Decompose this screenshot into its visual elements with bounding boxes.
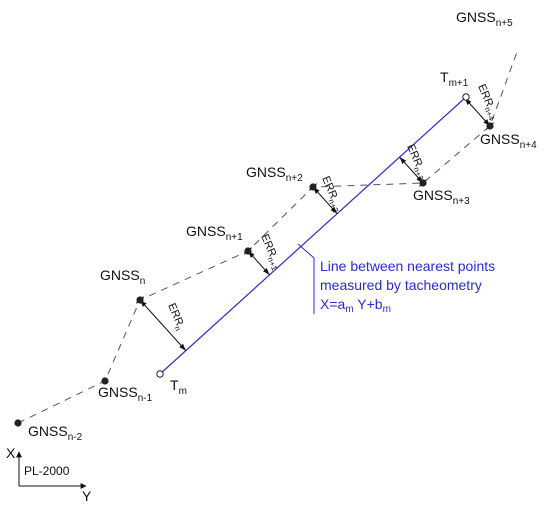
gnss-label-n+2: GNSSn+2 — [246, 164, 303, 184]
error-arrowhead — [179, 343, 186, 351]
x-axis-label: X — [6, 445, 16, 461]
gnss-label-n+3: GNSSn+3 — [413, 187, 470, 207]
annotation-line-2: measured by tacheometry — [320, 277, 482, 293]
error-label-n: ERRn — [163, 301, 187, 332]
gnss-track-line — [17, 51, 518, 424]
error-label-n+4: ERRn+4 — [473, 82, 500, 122]
error-arrowhead — [399, 157, 407, 164]
y-axis-label: Y — [82, 488, 92, 504]
gnss-point — [136, 296, 144, 304]
tacheometry-label-tm: Tm — [170, 377, 187, 397]
coordinate-system-label: PL-2000 — [24, 464, 70, 478]
gnss-point — [486, 122, 494, 130]
annotation-leader — [297, 243, 315, 314]
tacheometry-point-tm — [156, 370, 164, 378]
error-arrowhead — [263, 267, 270, 275]
gnss-point — [101, 377, 109, 385]
error-arrowhead — [330, 206, 338, 214]
error-label-n+2: ERRn+2 — [317, 174, 344, 214]
gnss-label-n-1: GNSSn-1 — [98, 384, 153, 404]
gnss-label-n+1: GNSSn+1 — [186, 223, 243, 243]
error-segment-part — [139, 299, 187, 351]
gnss-points — [14, 122, 494, 427]
gnss-point — [419, 179, 427, 187]
annotation-equation: X=am Y+bm — [320, 296, 391, 315]
error-label-n+3: ERRn+3 — [402, 142, 429, 182]
gnss-label-n-2: GNSSn-2 — [28, 423, 83, 443]
annotation-line-1: Line between nearest points — [320, 258, 495, 274]
tacheometry-line — [159, 96, 467, 375]
tacheometry-point-tm1 — [462, 93, 470, 101]
gnss-point — [14, 419, 22, 427]
gnss-label-n+4: GNSSn+4 — [480, 131, 537, 151]
gnss-point — [244, 247, 252, 255]
tacheometry-label-tm1: Tm+1 — [440, 69, 469, 89]
gnss-point — [309, 183, 317, 191]
gnss-label-n: GNSSn — [100, 267, 145, 287]
gnss-label-n+5: GNSSn+5 — [456, 9, 513, 29]
